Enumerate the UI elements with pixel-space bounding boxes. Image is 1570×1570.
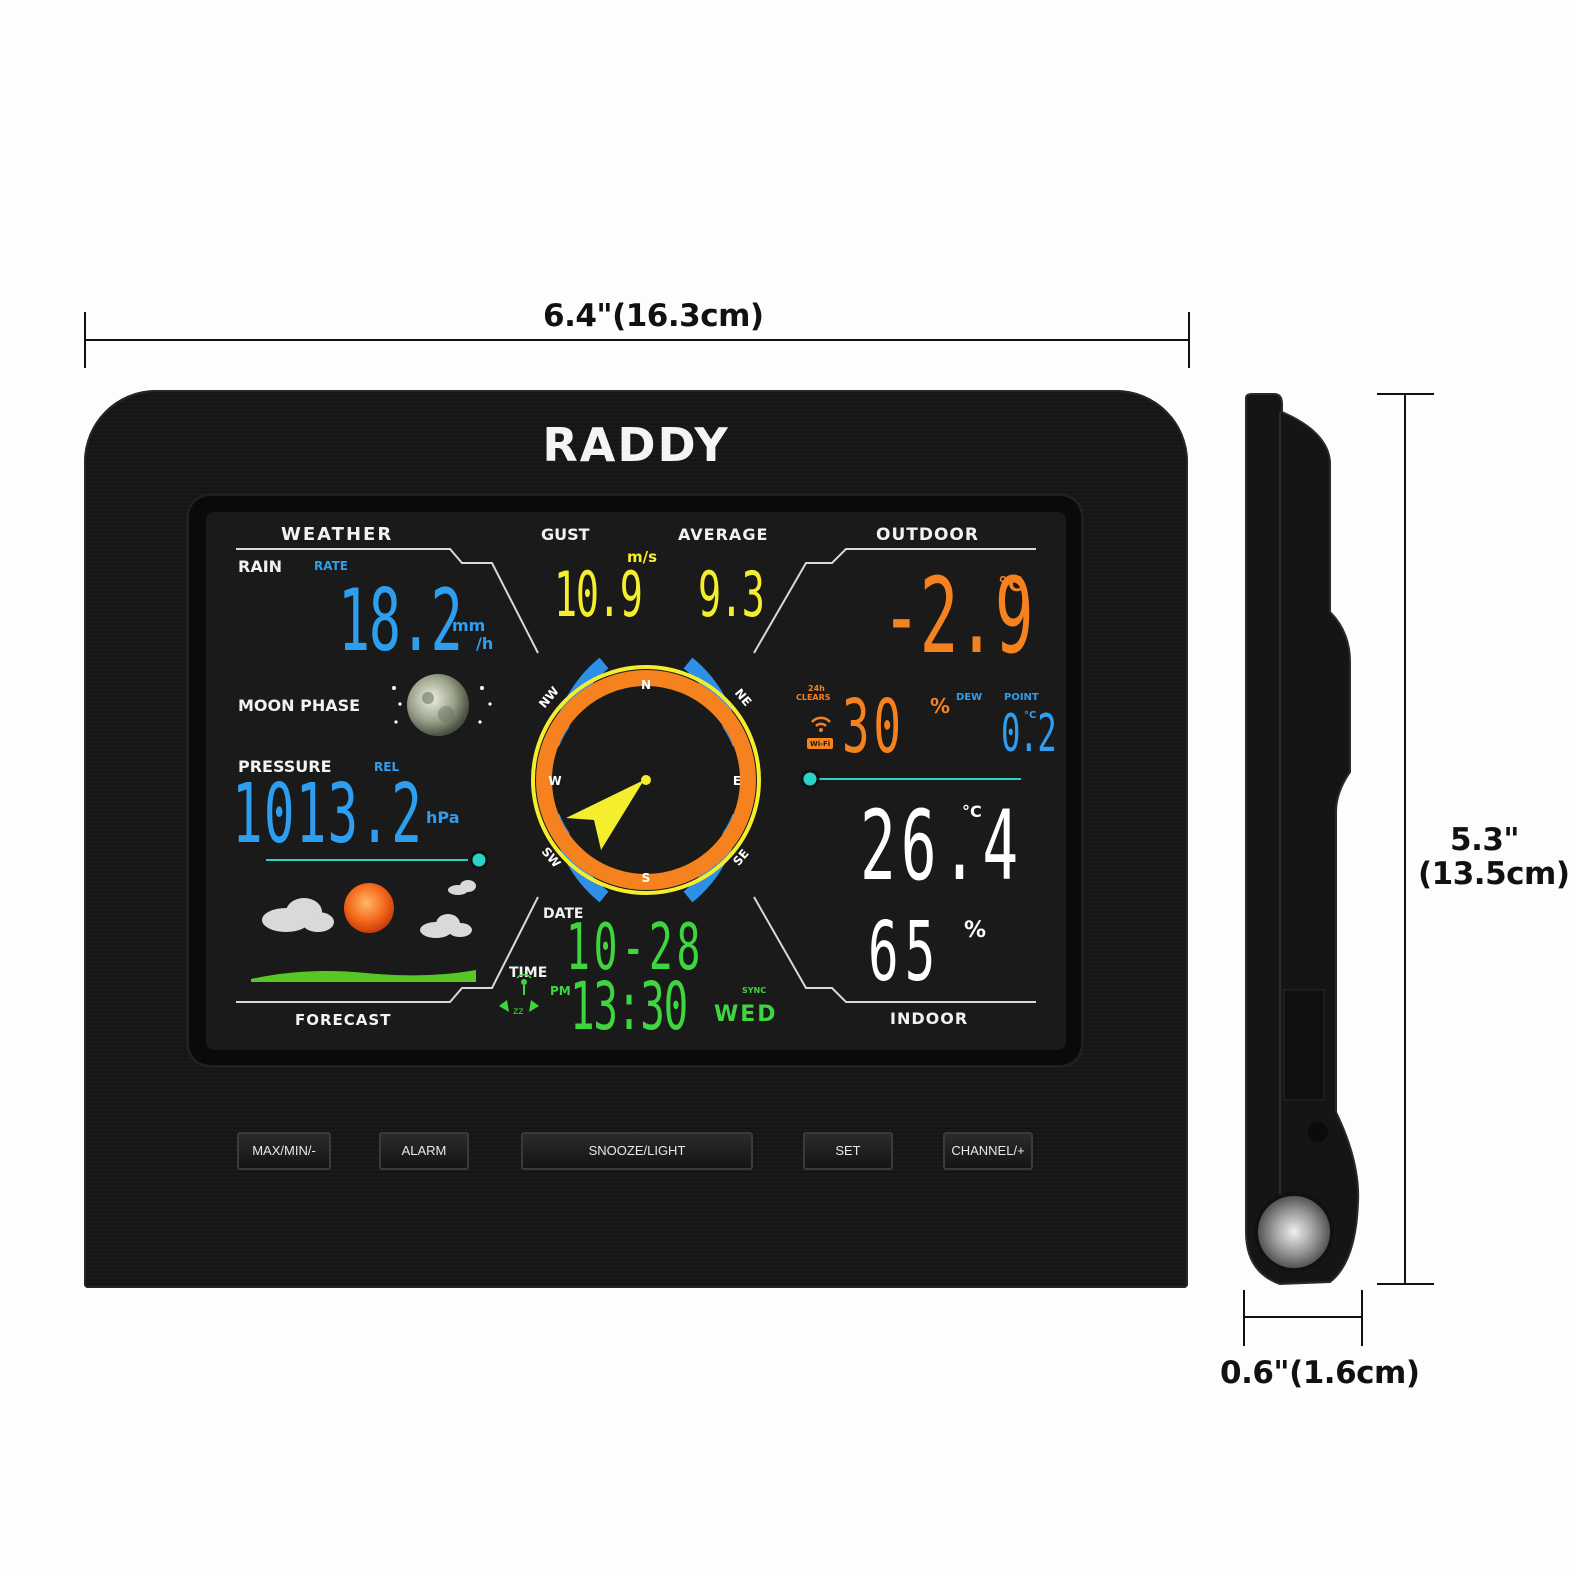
gust-value: 10.9: [554, 558, 643, 631]
clears-label: CLEARS: [796, 693, 831, 702]
rain-label: RAIN: [238, 557, 283, 576]
width-dimension-tick-left: [84, 312, 86, 368]
pressure-label: PRESSURE: [238, 757, 332, 776]
date-value: 10-28: [566, 911, 705, 985]
svg-text:zz: zz: [513, 1006, 524, 1017]
snooze-light-button[interactable]: SNOOZE/LIGHT: [521, 1132, 753, 1170]
moon-icon: [392, 674, 492, 736]
outdoor-temp-unit: °C: [998, 572, 1023, 596]
rain-unit-per-hour: /h: [476, 634, 494, 653]
time-value: 13:30: [570, 968, 688, 1045]
lcd-divider-lines: [236, 548, 1036, 1003]
height-dimension-label-cm: (13.5cm): [1418, 856, 1570, 892]
wind-unit: m/s: [627, 548, 658, 566]
weather-station-side-view: [1245, 393, 1360, 1286]
width-dimension-label: 6.4"(16.3cm): [543, 298, 764, 334]
weather-label: WEATHER: [281, 524, 394, 545]
outdoor-label: OUTDOOR: [876, 525, 979, 545]
indoor-label: INDOOR: [890, 1009, 969, 1028]
alarm-button[interactable]: ALARM: [379, 1132, 469, 1170]
height-dimension-tick-top: [1377, 393, 1434, 395]
channel-button[interactable]: CHANNEL/+: [943, 1132, 1033, 1170]
width-dimension-line: [85, 339, 1189, 341]
compass-n-label: N: [641, 678, 651, 692]
indoor-temp-unit: °C: [962, 802, 982, 821]
rain-rate-label: RATE: [314, 559, 348, 573]
brand-logo: RADDY: [542, 418, 730, 472]
width-dimension-tick-right: [1188, 312, 1190, 368]
dew-label: DEW: [956, 692, 983, 703]
clears-label-24h: 24h: [808, 684, 825, 693]
indoor-humidity-value: 65: [868, 905, 942, 1000]
dew-point-unit: °C: [1024, 710, 1037, 721]
forecast-sun-cloud-icon: [251, 880, 476, 982]
point-label: POINT: [1004, 692, 1039, 703]
outdoor-temp-value: -2.9: [882, 555, 1034, 677]
alarm-signal-icon: zz: [499, 973, 539, 1017]
wind-direction-arrow-icon: [566, 780, 644, 850]
date-label: DATE: [543, 906, 584, 922]
weekday-value: WED: [714, 1002, 778, 1027]
height-dimension-tick-bottom: [1377, 1283, 1434, 1285]
depth-dimension-label: 0.6"(1.6cm): [1220, 1355, 1420, 1391]
outdoor-humidity-percent: %: [930, 694, 951, 718]
height-dimension-label-in: 5.3": [1450, 822, 1520, 858]
pm-label: PM: [550, 984, 571, 998]
compass-sw-label: SW: [539, 845, 564, 871]
depth-dimension-line: [1243, 1316, 1363, 1318]
compass-ne-label: NE: [732, 686, 754, 709]
pressure-rel-label: REL: [374, 760, 400, 774]
sync-label: SYNC: [742, 986, 767, 995]
rain-unit-mm: mm: [452, 616, 486, 635]
average-label: AVERAGE: [678, 525, 769, 544]
height-dimension-line: [1404, 393, 1406, 1285]
screen-bezel: WEATHER RAIN RATE 18.2 mm /h MOON PHASE: [186, 493, 1084, 1068]
moon-phase-label: MOON PHASE: [238, 696, 361, 715]
gust-label: GUST: [541, 525, 590, 544]
rain-value: 18.2: [338, 571, 463, 671]
pressure-value: 1013.2: [232, 767, 424, 862]
set-button[interactable]: SET: [803, 1132, 893, 1170]
compass-e-label: E: [733, 774, 741, 788]
forecast-label: FORECAST: [295, 1011, 392, 1029]
compass-s-label: S: [642, 871, 651, 885]
compass-w-label: W: [548, 774, 561, 788]
indoor-humidity-percent: %: [964, 918, 987, 943]
depth-dimension-tick-left: [1243, 1290, 1245, 1346]
wind-compass: N E S W NE SE SW NW: [531, 657, 761, 903]
depth-dimension-tick-right: [1361, 1290, 1363, 1346]
max-min-button[interactable]: MAX/MIN/-: [237, 1132, 331, 1170]
dew-point-value: 0.2: [1001, 704, 1057, 764]
pressure-unit: hPa: [426, 808, 460, 827]
lcd-display: WEATHER RAIN RATE 18.2 mm /h MOON PHASE: [206, 512, 1066, 1050]
wifi-icon: [807, 716, 833, 749]
average-value: 9.3: [698, 558, 765, 631]
indoor-temp-value: 26.4: [860, 790, 1024, 902]
weather-station-front: RADDY WEATHER RAIN RATE 18.2 mm: [84, 390, 1188, 1288]
wifi-label: Wi-Fi: [810, 740, 831, 748]
outdoor-humidity-value: 30: [842, 684, 905, 770]
